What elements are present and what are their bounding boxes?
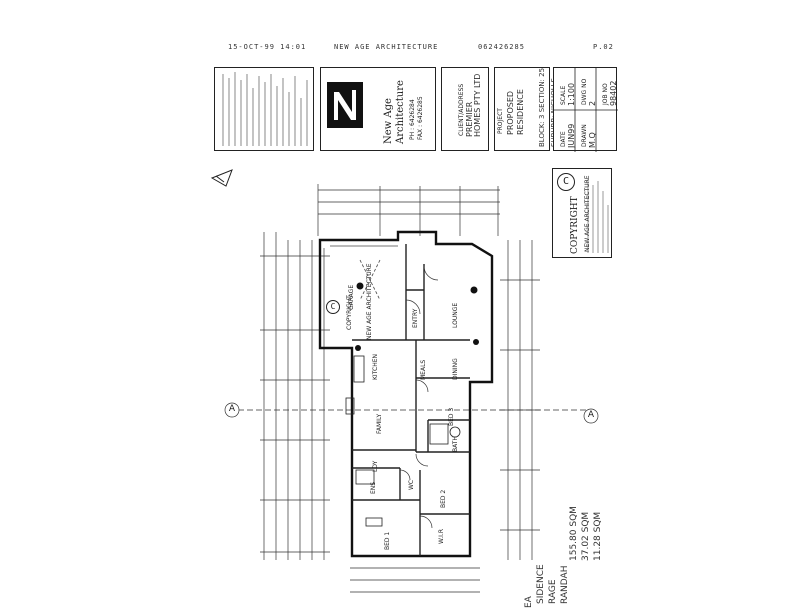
room-ldy: LDY — [372, 460, 379, 472]
room-wir: W.I.R — [438, 529, 445, 544]
columns — [355, 282, 479, 351]
notes-panel — [214, 67, 314, 151]
interior-walls — [352, 244, 470, 556]
copyright-icon: C — [557, 173, 575, 191]
dimension-lines-right — [500, 240, 540, 560]
info-grid — [554, 68, 618, 152]
dimension-lines-left — [260, 232, 330, 560]
room-bed1: BED 1 — [384, 531, 391, 550]
outer-walls — [318, 230, 494, 558]
client-panel: CLIENT/ADDRESS PREMIER HOMES PTY LTD — [441, 67, 489, 151]
company-panel: New Age Architecture PH : 6426284 FAX : … — [320, 67, 436, 151]
area-label: EA — [524, 596, 534, 608]
drawing-info-panel: SCALE 1:100 DWG NO 2 JOB NO 98402 DATE J… — [553, 67, 618, 152]
notes-text-lines — [222, 72, 308, 146]
area-garage-label: RAGE — [548, 579, 558, 604]
area-verandah-label: RANDAH — [560, 565, 570, 604]
section-marker-left: A — [228, 404, 236, 414]
room-lounge: LOUNGE — [452, 302, 459, 328]
area-residence-label: SIDENCE — [536, 564, 546, 604]
company-logo — [327, 82, 363, 128]
project-panel: PROJECT PROPOSED RESIDENCE BLOCK: 3 SECT… — [494, 67, 558, 151]
dimension-lines-top — [317, 184, 500, 236]
section-marker-right: A — [587, 410, 595, 420]
fax-datetime: 15-OCT-99 14:01 — [228, 43, 307, 51]
room-entry: ENTRY — [412, 308, 419, 328]
fax-sender: NEW AGE ARCHITECTURE — [334, 43, 439, 51]
room-family: FAMILY — [376, 413, 383, 434]
dimension-lines-bottom — [350, 567, 480, 593]
copyright-stamp: C COPYRIGHT NEW AGE ARCHITECTURE — [552, 168, 612, 258]
garage-copyright-title: COPYRIGHT — [346, 295, 353, 330]
room-meals: MEALS — [420, 359, 427, 380]
room-bed2: BED 2 — [440, 489, 447, 508]
fax-page: P.02 — [593, 43, 614, 51]
garage-details — [330, 245, 398, 301]
fixtures — [345, 355, 461, 527]
area-garage-value: 37.02 SQM — [581, 511, 591, 561]
room-kitchen: KITCHEN — [372, 354, 379, 380]
north-arrow-icon — [210, 169, 233, 187]
fax-phone: 062426285 — [478, 43, 525, 51]
area-verandah-value: 11.28 SQM — [593, 511, 603, 561]
section-line — [224, 402, 599, 424]
door-swings — [399, 265, 439, 529]
room-wc: WC — [408, 479, 415, 490]
room-bed3: BED 3 — [448, 407, 455, 426]
garage-copyright-line: NEW AGE ARCHITECTURE — [366, 263, 373, 340]
area-residence-value: 155.80 SQM — [569, 506, 579, 561]
room-ensuite: ENS — [370, 481, 377, 494]
room-dining: DINING — [452, 358, 459, 380]
room-bath: BATH — [452, 436, 459, 452]
garage-copyright-icon: C — [326, 300, 340, 314]
copyright-fineprint — [587, 179, 609, 253]
